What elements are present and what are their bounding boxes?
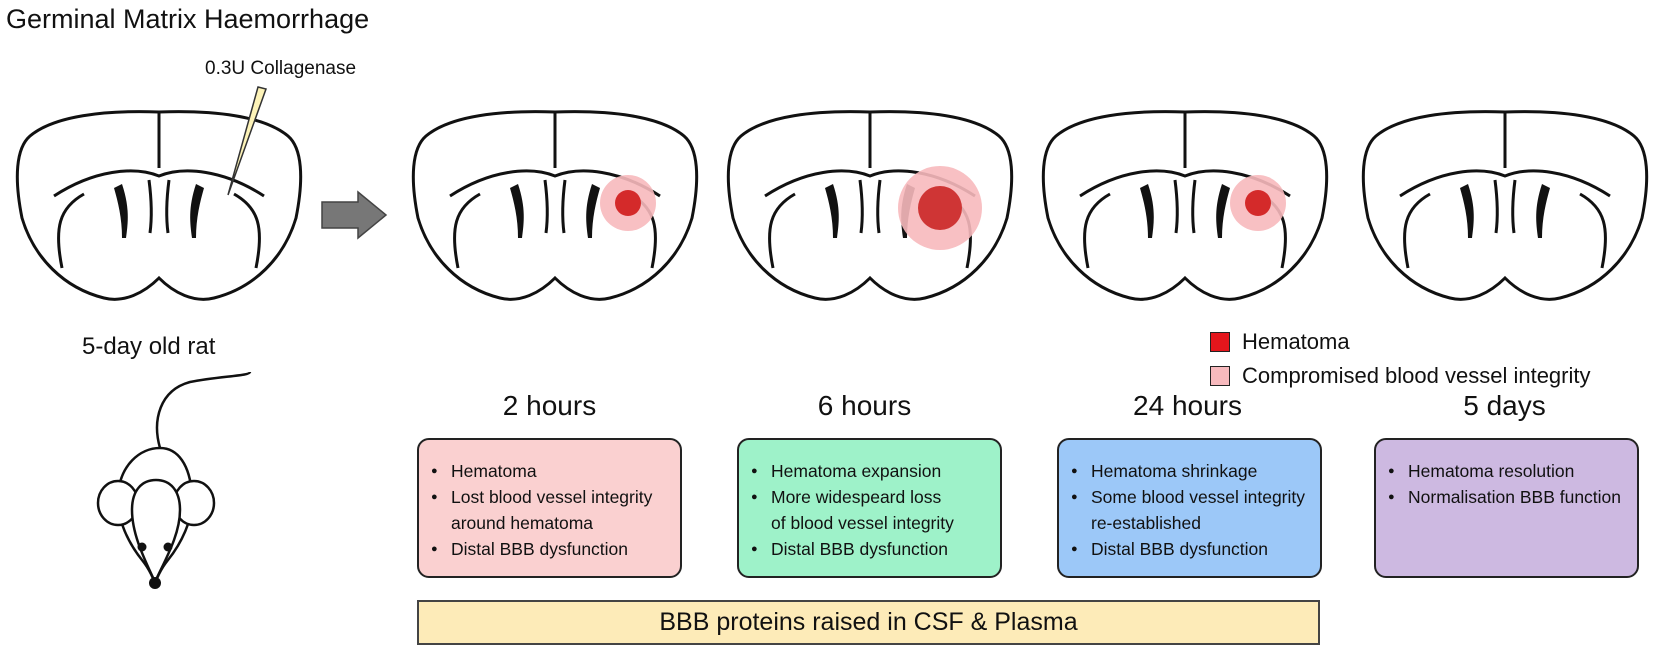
brain-section-5d xyxy=(1361,110,1649,301)
bullet-item: Normalisation BBB function xyxy=(1386,484,1627,510)
bullet-item: Hematoma expansion xyxy=(749,458,990,484)
bullet-item: Distal BBB dysfunction xyxy=(749,536,990,562)
legend-label: Compromised blood vessel integrity xyxy=(1242,363,1591,388)
bullet-item: Some blood vessel integrity xyxy=(1069,484,1310,510)
animal-label: 5-day old rat xyxy=(82,333,216,360)
bullet-item: Distal BBB dysfunction xyxy=(429,536,670,562)
bullet-item: Distal BBB dysfunction xyxy=(1069,536,1310,562)
bullet-item: Hematoma resolution xyxy=(1386,458,1627,484)
bullet-continuation: around hematoma xyxy=(451,513,594,533)
bullet-continuation: of blood vessel integrity xyxy=(771,513,954,533)
compromised-swatch xyxy=(1210,366,1230,386)
time-label-24h: 24 hours xyxy=(1133,390,1242,421)
bullet-item: Hematoma xyxy=(429,458,670,484)
figure-title: Germinal Matrix Haemorrhage xyxy=(6,4,370,34)
legend-label: Hematoma xyxy=(1242,329,1350,354)
bullet-continuation: re-established xyxy=(1091,513,1201,533)
stage-panel-5d: Hematoma resolution Normalisation BBB fu… xyxy=(1374,438,1639,578)
legend-item-hematoma: Hematoma xyxy=(1210,325,1591,359)
bullet-item: Lost blood vessel integrity xyxy=(429,484,670,510)
brain-section-24h xyxy=(1041,110,1329,301)
needle-icon xyxy=(227,86,267,196)
bullet-item: Hematoma shrinkage xyxy=(1069,458,1310,484)
legend-item-compromised: Compromised blood vessel integrity xyxy=(1210,359,1591,393)
stage-panel-6h: Hematoma expansion More widespeard loss … xyxy=(737,438,1002,578)
brain-section-6h xyxy=(726,110,1014,301)
legend: Hematoma Compromised blood vessel integr… xyxy=(1210,325,1591,393)
injection-label: 0.3U Collagenase xyxy=(205,58,357,79)
time-label-6h: 6 hours xyxy=(817,390,912,421)
stage-panel-2h: Hematoma Lost blood vessel integrity aro… xyxy=(417,438,682,578)
time-label-5d: 5 days xyxy=(1463,390,1546,421)
stage-panel-24h: Hematoma shrinkage Some blood vessel int… xyxy=(1057,438,1322,578)
brain-section-2h xyxy=(411,110,699,301)
bbb-banner: BBB proteins raised in CSF & Plasma xyxy=(417,600,1320,645)
arrow-icon xyxy=(321,190,388,240)
bullet-item: More widespeard loss xyxy=(749,484,990,510)
rat-icon xyxy=(96,370,252,589)
brain-section-initial xyxy=(15,110,303,301)
hematoma-swatch xyxy=(1210,332,1230,352)
time-label-2h: 2 hours xyxy=(502,390,597,421)
